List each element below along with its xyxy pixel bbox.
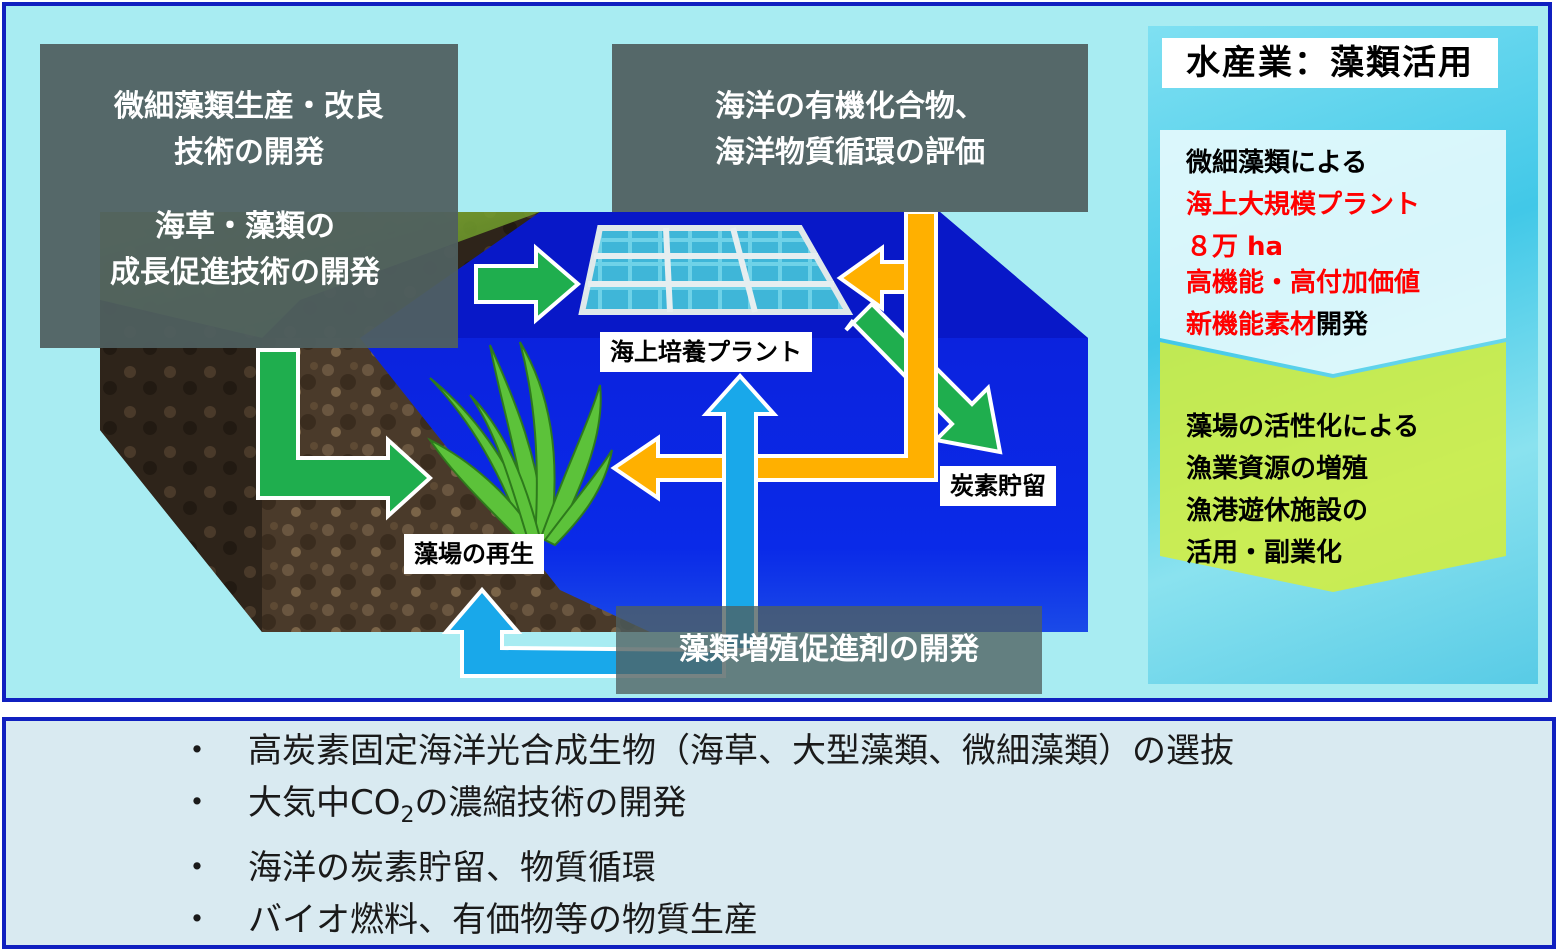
bullet-dot: ・: [180, 899, 214, 940]
carbon-label: 炭素貯留: [940, 466, 1056, 506]
bullet-dot: ・: [180, 783, 214, 823]
panel-block2-red2: 新機能素材: [1186, 310, 1317, 340]
seaweed-growth-text: 海草・藻類の 成長促進技術の開発: [80, 204, 410, 296]
list-item-text: 大気中CO2の濃縮技術の開発: [248, 777, 687, 842]
ocean-eval-box: 海洋の有機化合物、 海洋物質循環の評価: [612, 44, 1088, 212]
list-item: ・ 大気中CO2の濃縮技術の開発: [180, 777, 1234, 842]
algae-promoter-box: 藻類増殖促進剤の開発: [616, 606, 1042, 694]
panel-title: 水産業：藻類活用: [1162, 38, 1498, 88]
ocean-eval-line2: 海洋物質循環の評価: [715, 135, 985, 170]
panel-block-1: 微細藻類による 海上大規模プラント ８万 ha: [1186, 142, 1420, 268]
microalgae-tech-line1: 微細藻類生産・改良: [114, 89, 384, 124]
plant-label: 海上培養プラント: [600, 332, 812, 372]
seaweed-growth-line2: 成長促進技術の開発: [110, 255, 380, 290]
microalgae-tech-line2: 技術の開発: [174, 135, 324, 170]
panel-block-4: 漁港遊休施設の 活用・副業化: [1186, 490, 1368, 574]
list-item: ・ 高炭素固定海洋光合成生物（海草、大型藻類、微細藻類）の選抜: [180, 725, 1234, 777]
panel-block-3: 藻場の活性化による 漁業資源の増殖: [1186, 406, 1419, 490]
co2-subscript: 2: [400, 802, 415, 828]
panel-block-2: 高機能・高付加価値 新機能素材開発: [1186, 262, 1420, 346]
summary-frame: [2, 717, 1556, 949]
panel-block4-line2: 活用・副業化: [1186, 538, 1343, 568]
seabed-label: 藻場の再生: [404, 534, 544, 574]
panel-block1-red1: 海上大規模プラント: [1186, 190, 1421, 220]
co2-suffix: の濃縮技術の開発: [414, 783, 687, 823]
ocean-eval-line1: 海洋の有機化合物、: [715, 89, 985, 124]
panel-block4-line1: 漁港遊休施設の: [1186, 496, 1369, 526]
culture-plant-graphic: [578, 225, 854, 315]
microalgae-tech-box: 微細藻類生産・改良 技術の開発: [40, 44, 458, 348]
co2-prefix: 大気中CO: [248, 783, 401, 823]
panel-block2-black2: 開発: [1316, 310, 1369, 340]
panel-bands: [1160, 130, 1506, 592]
list-item-text: 海洋の炭素貯留、物質循環: [248, 847, 656, 888]
panel-block2-red1: 高機能・高付加価値: [1186, 268, 1421, 298]
fisheries-panel: [1148, 26, 1538, 684]
bullet-dot: ・: [180, 731, 214, 771]
panel-block3-line1: 藻場の活性化による: [1186, 412, 1420, 442]
summary-list: ・ 高炭素固定海洋光合成生物（海草、大型藻類、微細藻類）の選抜 ・ 大気中CO2…: [180, 725, 1234, 946]
list-item: ・ 海洋の炭素貯留、物質循環: [180, 842, 1234, 894]
panel-block3-line2: 漁業資源の増殖: [1186, 454, 1369, 484]
seaweed-growth-line1: 海草・藻類の: [155, 209, 335, 244]
list-item: ・ バイオ燃料、有価物等の物質生産: [180, 894, 1234, 946]
list-item-text: 高炭素固定海洋光合成生物（海草、大型藻類、微細藻類）の選抜: [248, 731, 1234, 771]
seaweed-graphic: [427, 341, 613, 547]
panel-block1-line1: 微細藻類による: [1186, 148, 1368, 178]
panel-block1-red2: ８万 ha: [1186, 232, 1284, 262]
orange-arrows: [610, 210, 938, 502]
panel-block2-line2: 新機能素材開発: [1186, 304, 1420, 346]
bullet-dot: ・: [180, 847, 214, 888]
algae-promoter-text: 藻類増殖促進剤の開発: [679, 632, 979, 667]
list-item-text: バイオ燃料、有価物等の物質生産: [248, 899, 758, 940]
